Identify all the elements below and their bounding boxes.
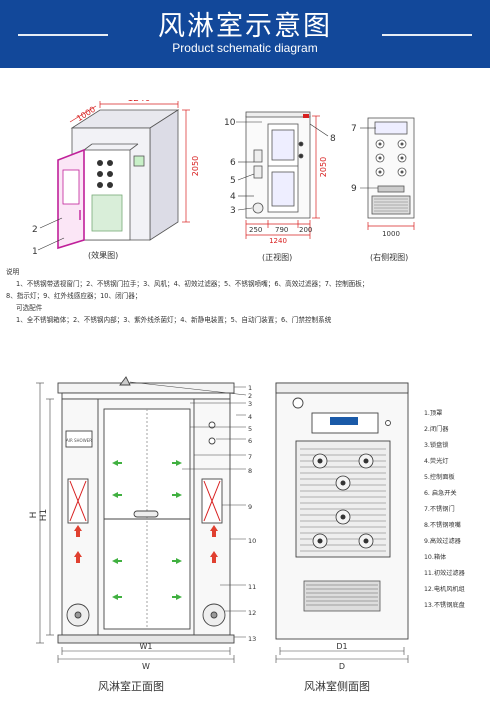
dim-d1: D1 (336, 642, 347, 651)
notes-line-2: 8、指示灯；9、红外线感应器；10、闭门器； (6, 292, 142, 300)
dim-w1: W1 (140, 642, 153, 651)
side-lower-grille (306, 584, 378, 606)
effect-dims (69, 101, 190, 223)
bottom-schematic: H H1 W1 W 1 2 3 4 5 6 7 8 9 10 11 12 13 … (29, 376, 466, 671)
legend-item-13: 13.不锈钢底盘 (424, 601, 465, 609)
front-elev-callout-11: 11 (248, 583, 256, 591)
banner-rule-right (382, 34, 472, 36)
right-view (367, 117, 415, 219)
effect-view-caption: (效果图) (88, 251, 119, 260)
legend-item-4: 4.荧光灯 (424, 457, 448, 465)
legend: 1.顶罩 2.闭门器 3.锁盘锁 4.荧光灯 5.控制面板 6. 启急开关 7.… (424, 410, 466, 609)
front-callout-10: 10 (224, 118, 236, 128)
effect-dim-width: 1240 (128, 100, 151, 104)
notes-heading: 说明 (6, 268, 20, 276)
notes-line-1: 1、不锈钢带透视窗门；2、不锈钢门拉手；3、风机；4、初效过滤器；5、不锈钢喷嘴… (16, 280, 369, 288)
effect-dim-height: 2050 (191, 156, 200, 176)
notes-optional-heading: 可选配件 (16, 304, 43, 312)
front-dim-height: 2050 (319, 157, 328, 177)
banner-rule-left (18, 34, 108, 36)
side-elevation-caption: 风淋室侧面图 (304, 680, 370, 693)
front-view (245, 111, 311, 219)
front-dim-mid: 790 (275, 226, 288, 234)
notes-section: 说明 1、不锈钢带透视窗门；2、不锈钢门拉手；3、风机；4、初效过滤器；5、不锈… (6, 266, 486, 326)
front-elev-callout-4: 4 (248, 413, 252, 421)
legend-item-12: 12.电机风机组 (424, 585, 465, 593)
effect-callout-2: 2 (32, 225, 38, 235)
legend-item-8: 8.不锈钢喷嘴 (424, 521, 461, 529)
right-dim-depth: 1000 (382, 230, 400, 238)
legend-item-3: 3.锁盘锁 (424, 441, 448, 449)
legend-item-6: 6. 启急开关 (424, 489, 457, 497)
right-view-caption: (右侧视图) (370, 253, 409, 262)
front-dim-right: 200 (299, 226, 312, 234)
front-elevation (57, 376, 235, 644)
dim-w: W (142, 662, 150, 671)
front-elevation-callouts: 1 2 3 4 5 6 7 8 9 10 11 12 13 (248, 384, 256, 643)
notes-optional-line: 1、全不锈钢箱体；2、不锈钢内部；3、紫外线杀菌灯；4、新静电装置；5、自动门装… (16, 316, 332, 324)
front-callout-6: 6 (230, 158, 236, 168)
legend-item-1: 1.顶罩 (424, 410, 442, 417)
front-view-caption: (正视图) (262, 253, 293, 262)
dim-h1: H1 (39, 509, 49, 522)
front-elev-callout-7: 7 (248, 453, 252, 461)
front-elev-callout-3: 3 (248, 400, 252, 408)
front-dim-left: 250 (249, 226, 262, 234)
legend-item-11: 11.初效过滤器 (424, 569, 466, 577)
legend-item-10: 10.箱体 (424, 553, 447, 561)
right-view-grille (374, 198, 408, 212)
dim-h: H (29, 512, 39, 519)
front-callout-4: 4 (230, 192, 236, 202)
right-callout-7: 7 (351, 124, 357, 134)
legend-item-9: 9.高效过滤器 (424, 537, 462, 545)
banner-title-en: Product schematic diagram (172, 41, 318, 55)
front-elev-callout-9: 9 (248, 503, 252, 511)
dim-d: D (339, 662, 345, 671)
front-callout-5: 5 (230, 176, 236, 186)
front-elev-callout-2: 2 (248, 392, 252, 400)
front-elevation-caption: 风淋室正面图 (98, 680, 164, 693)
front-elev-callout-1: 1 (248, 384, 252, 392)
top-schematic: 1240 1000 2050 1 2 2050 250 790 200 1240 (32, 100, 415, 257)
legend-item-2: 2.闭门器 (424, 425, 449, 433)
legend-item-5: 5.控制面板 (424, 473, 455, 481)
airflow-arrows-red (74, 525, 218, 563)
front-dim-total: 1240 (269, 237, 287, 245)
front-elev-callout-12: 12 (248, 609, 256, 617)
front-elev-callout-6: 6 (248, 437, 252, 445)
banner-title-cn: 风淋室示意图 (158, 11, 332, 42)
header-banner: 风淋室示意图 Product schematic diagram (0, 0, 490, 68)
legend-item-7: 7.不锈钢门 (424, 505, 455, 513)
effect-view (57, 109, 180, 250)
front-elev-callout-8: 8 (248, 467, 252, 475)
front-callout-8: 8 (330, 134, 336, 144)
front-elev-callout-5: 5 (248, 425, 252, 433)
panel-label: AIR SHOWER (66, 438, 92, 443)
front-callout-3: 3 (230, 206, 236, 216)
effect-callout-1: 1 (32, 247, 38, 257)
front-elev-callout-10: 10 (248, 537, 256, 545)
front-elev-callout-13: 13 (248, 635, 256, 643)
front-dims (245, 115, 320, 239)
airflow-arrows-green (112, 460, 182, 600)
right-callout-9: 9 (351, 184, 357, 194)
